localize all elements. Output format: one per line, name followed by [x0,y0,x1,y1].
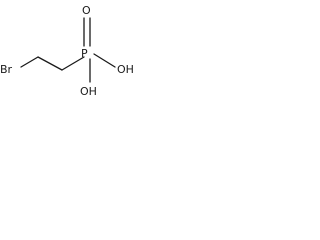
atom-label-br: Br [0,63,13,76]
bond-c2-p [61,56,85,71]
bond-br-c1 [20,56,39,68]
bond-p-oh-right [93,53,116,68]
atom-label-oh-bottom: OH [80,85,97,98]
atom-label-o-double: O [82,4,91,17]
atom-label-oh-right: OH [117,63,134,76]
atom-label-p: P [81,47,88,60]
bond-p-o-double [83,17,91,47]
structural-formula: Br P O OH OH [0,4,134,98]
bond-c1-c2 [37,56,63,71]
